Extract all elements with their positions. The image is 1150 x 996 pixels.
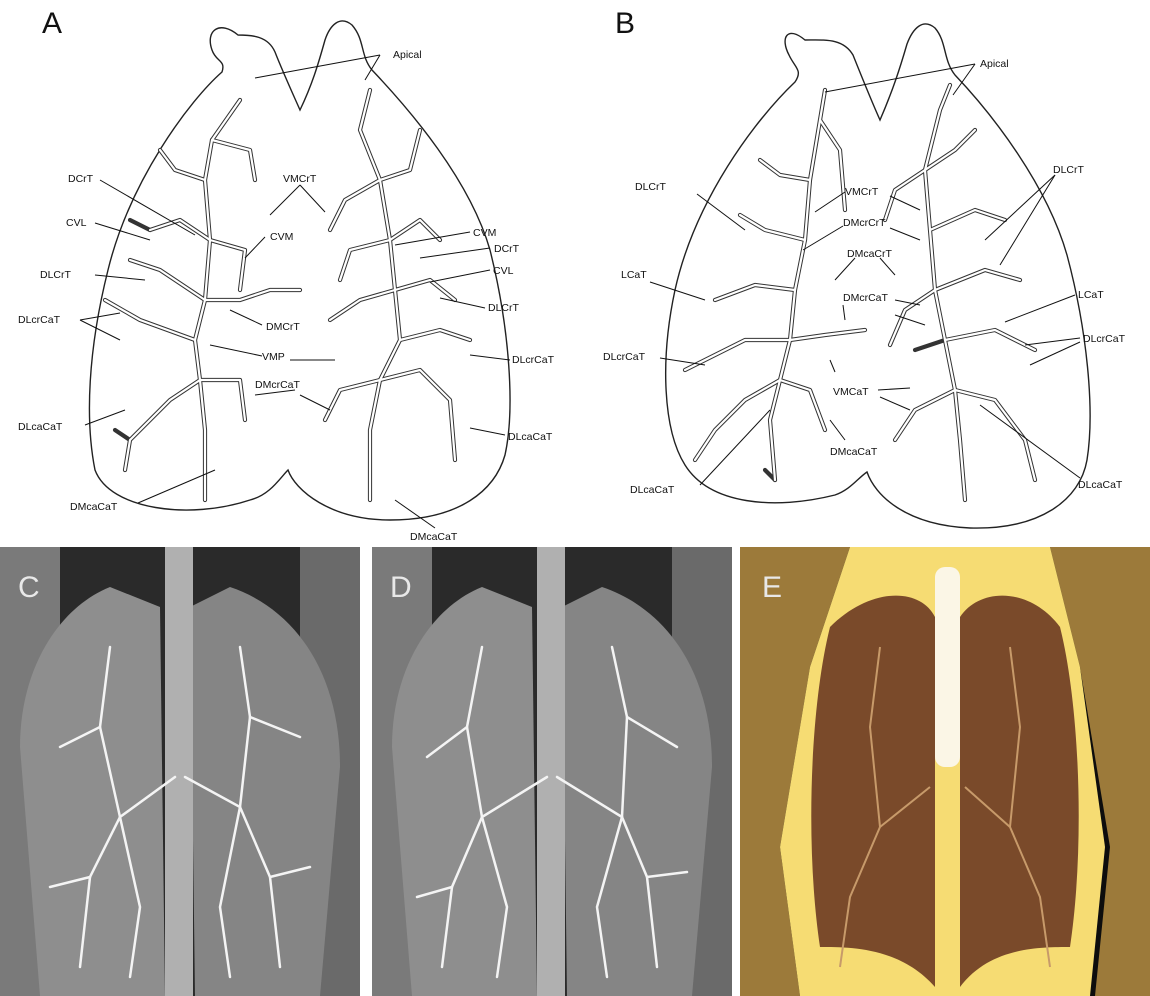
- panel-c-xray: C: [0, 547, 360, 996]
- label-vmcrt-b: VMCrT: [845, 186, 879, 198]
- airways-left-a: [105, 100, 300, 500]
- label-dlcrt-left-a: DLCrT: [40, 269, 72, 281]
- panel-b-letter: B: [615, 7, 635, 40]
- label-dcrt-right-a: DCrT: [494, 243, 520, 255]
- label-dmcacat-left-a: DMcaCaT: [70, 501, 118, 513]
- panel-e-ct-render: E: [740, 547, 1150, 996]
- label-dlcacat-left-a: DLcaCaT: [18, 421, 63, 433]
- label-lcat-left-b: LCaT: [621, 269, 647, 281]
- label-vmcat-b: VMCaT: [833, 386, 869, 398]
- label-dlcrcat-left-b: DLcrCaT: [603, 351, 646, 363]
- airways-right-b: [885, 85, 1035, 500]
- label-dlcrt-right-a: DLCrT: [488, 302, 520, 314]
- lung-right-e: [960, 596, 1079, 987]
- label-dmcacat-right-a: DMcaCaT: [410, 531, 458, 543]
- label-dmcrcat-a: DMcrCaT: [255, 379, 300, 391]
- panel-a-letter: A: [42, 7, 62, 40]
- label-vmcrt-a: VMCrT: [283, 173, 317, 185]
- trachea-d: [537, 547, 565, 996]
- label-apical-b: Apical: [980, 58, 1009, 70]
- lung-left-e: [811, 596, 935, 987]
- label-dmcrcrt-b: DMcrCrT: [843, 217, 886, 229]
- label-dmcacat-b: DMcaCaT: [830, 446, 878, 458]
- label-dmcacrt-b: DMcaCrT: [847, 248, 892, 260]
- label-dcrt-left-a: DCrT: [68, 173, 94, 185]
- label-dmcrcat-b: DMcrCaT: [843, 292, 888, 304]
- label-dlcrt-left-b: DLCrT: [635, 181, 667, 193]
- panel-b-diagram: B: [575, 0, 1150, 545]
- trachea-c: [165, 547, 193, 996]
- label-lcat-right-b: LCaT: [1078, 289, 1104, 301]
- label-cvl-left-a: CVL: [66, 217, 87, 229]
- label-dlcrcat-right-a: DLcrCaT: [512, 354, 555, 366]
- leader-lines-b: [650, 64, 1080, 485]
- airways-right-a: [325, 90, 470, 500]
- panel-e-letter: E: [762, 571, 782, 604]
- panel-d-letter: D: [390, 571, 412, 604]
- label-cvm-right-a: CVM: [473, 227, 496, 239]
- label-cvm-left-a: CVM: [270, 231, 293, 243]
- panel-c-letter: C: [18, 571, 40, 604]
- label-dlcacat-left-b: DLcaCaT: [630, 484, 675, 496]
- lung-outline-a: [89, 21, 510, 520]
- label-apical-a: Apical: [393, 49, 422, 61]
- panel-a-diagram: A: [0, 0, 575, 545]
- trachea-e: [935, 567, 960, 767]
- label-vmp-a: VMP: [262, 351, 285, 363]
- label-dlcrcat-left-a: DLcrCaT: [18, 314, 61, 326]
- label-dlcrt-right-b: DLCrT: [1053, 164, 1085, 176]
- label-dlcrcat-right-b: DLcrCaT: [1083, 333, 1126, 345]
- panel-d-xray: D: [372, 547, 732, 996]
- label-cvl-right-a: CVL: [493, 265, 514, 277]
- label-dlcacat-right-b: DLcaCaT: [1078, 479, 1123, 491]
- label-dlcacat-right-a: DLcaCaT: [508, 431, 553, 443]
- label-dmcrt-a: DMCrT: [266, 321, 300, 333]
- airways-left-b: [685, 90, 865, 480]
